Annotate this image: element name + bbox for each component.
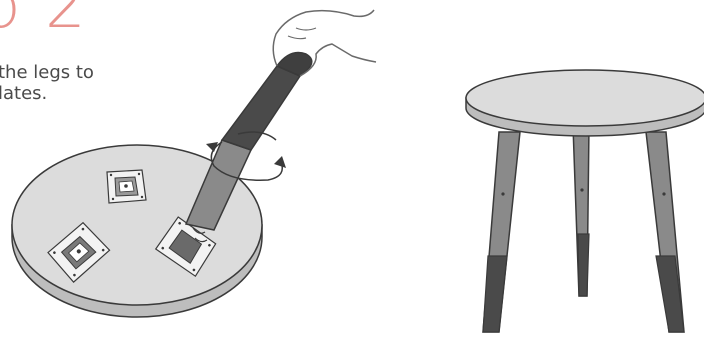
instruction-text: the legs to lates. (0, 62, 94, 104)
mounting-plate-icon (154, 216, 217, 278)
stool-icon (465, 69, 704, 333)
mounting-plate-icon (47, 221, 111, 283)
step-heading: p 2 (0, 0, 88, 43)
hand-icon (272, 9, 377, 77)
instruction-line-2: lates. (0, 83, 48, 104)
instruction-line-1: the legs to (0, 62, 94, 83)
mounting-plate-icon (106, 169, 147, 204)
rotation-arrow-icon (206, 131, 286, 181)
